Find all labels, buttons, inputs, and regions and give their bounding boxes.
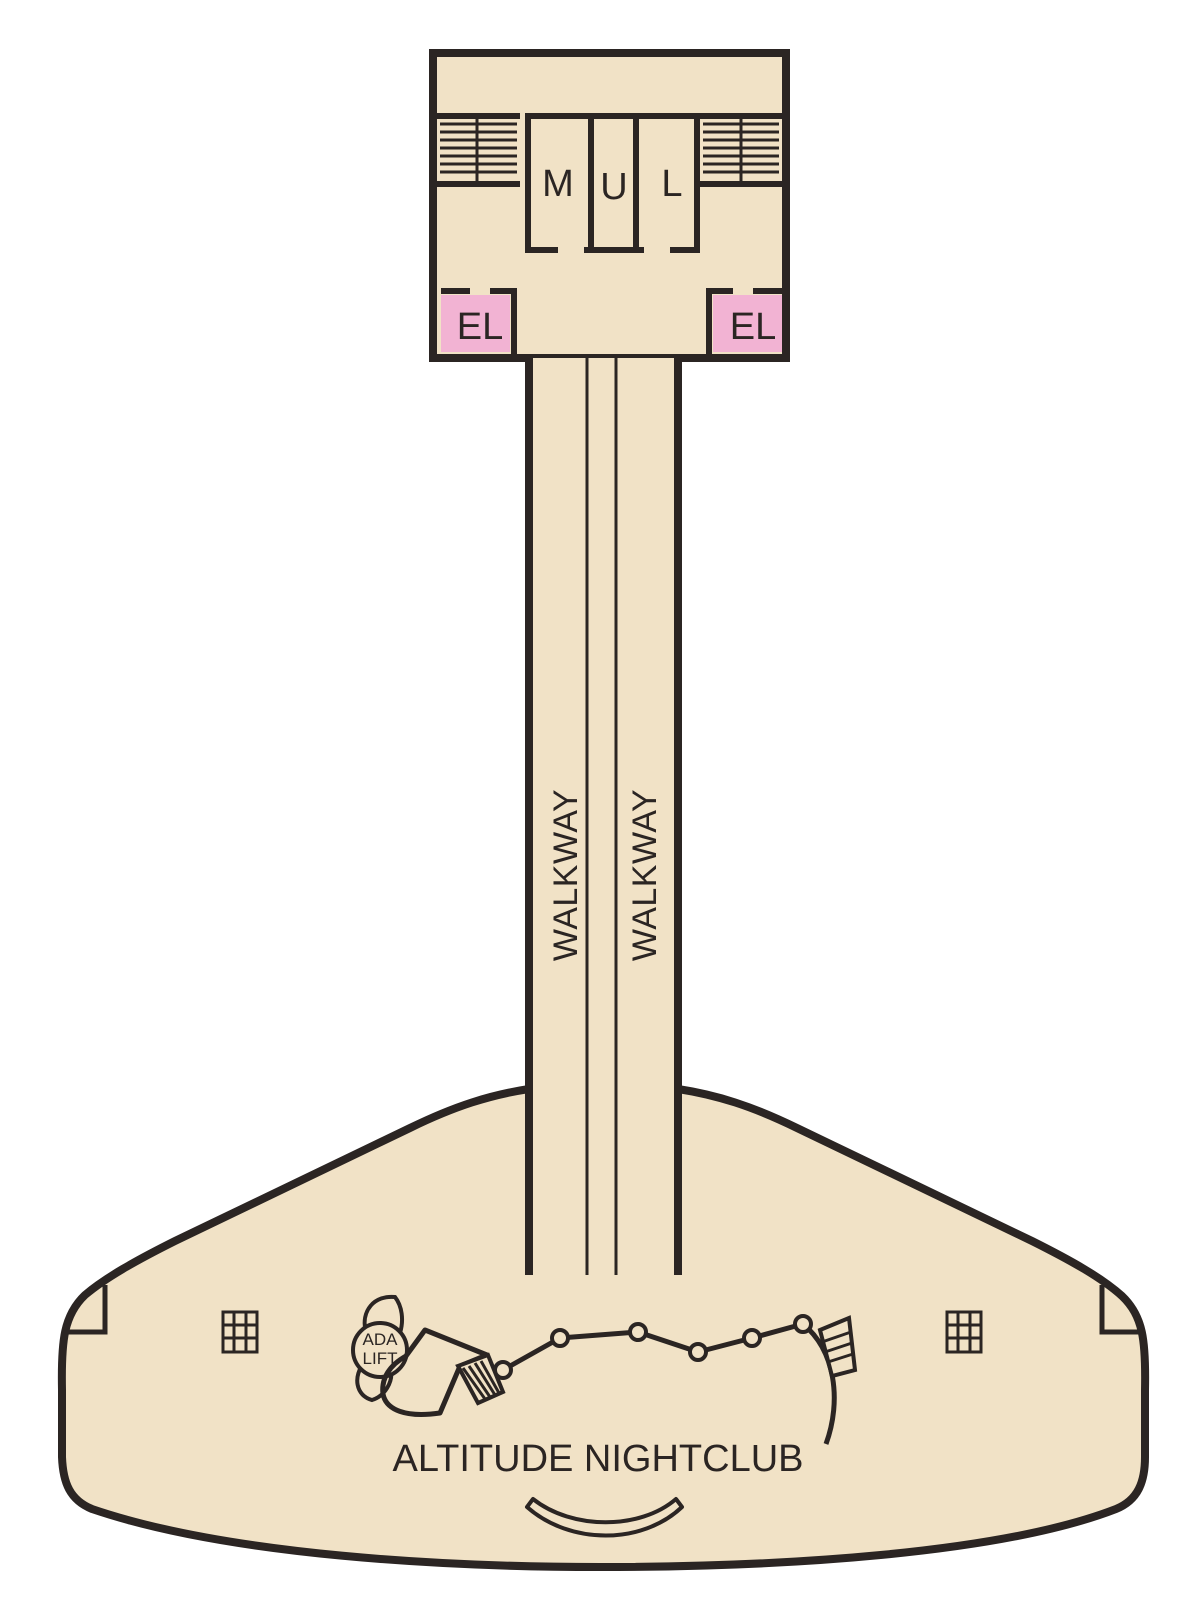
restroom-m-label: M	[542, 163, 574, 205]
venue-name-label: ALTITUDE NIGHTCLUB	[392, 1438, 803, 1480]
restrooms	[525, 113, 700, 253]
stage-arc-icon	[525, 1497, 684, 1538]
corner-nook-left	[68, 1285, 108, 1335]
corner-nook-right	[1099, 1285, 1139, 1335]
nightclub-floor-outline	[57, 1085, 1150, 1571]
elevator-left-label: EL	[457, 306, 503, 348]
stairs-icon	[437, 113, 520, 187]
restroom-l-label: L	[661, 163, 682, 205]
elevator-right-label: EL	[730, 306, 776, 348]
ada-lift: ADA LIFT	[351, 1294, 409, 1403]
forward-block: M U L EL EL	[429, 49, 790, 362]
restroom-u-label: U	[600, 166, 627, 208]
stairs-icon	[455, 1352, 506, 1406]
window-grid-icon	[945, 1310, 983, 1354]
walkway-left-label: WALKWAY	[547, 789, 585, 961]
window-grid-icon	[221, 1310, 259, 1354]
walkway-right-label: WALKWAY	[626, 789, 664, 961]
stairs-icon	[700, 113, 782, 187]
ada-lift-label-line2: LIFT	[363, 1349, 398, 1368]
elevator-left: EL	[441, 288, 517, 356]
elevator-right: EL	[706, 288, 782, 356]
bar-stool-dots	[493, 1314, 813, 1380]
ada-lift-label-line1: ADA	[363, 1330, 399, 1349]
walkway-corridor: WALKWAY WALKWAY	[525, 358, 682, 1275]
stairs-icon	[817, 1315, 858, 1379]
